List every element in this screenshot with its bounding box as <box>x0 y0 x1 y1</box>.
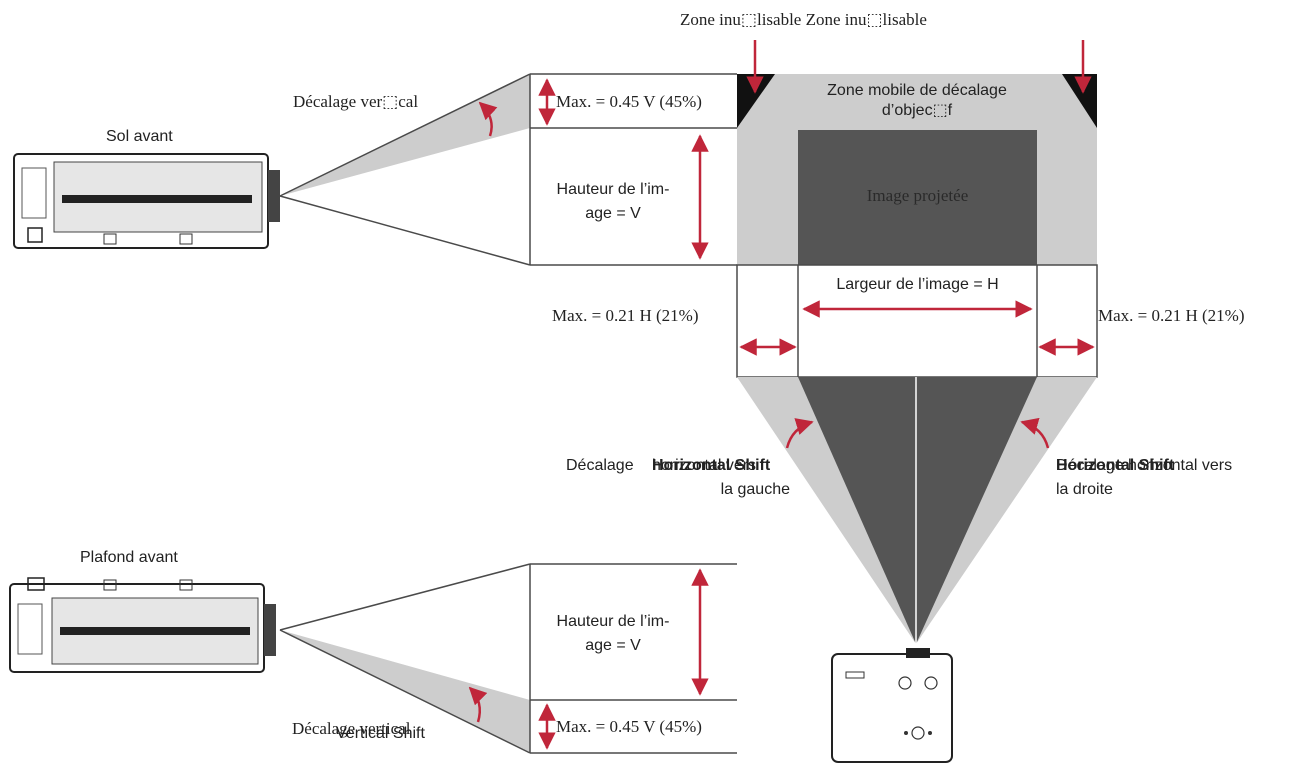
horizontal-shift-left-label-a: Décalage <box>566 457 634 474</box>
image-width-label: Largeur de l’image = H <box>836 276 999 293</box>
horizontal-shift-right-label-b: Horizontal Shift <box>1056 457 1175 474</box>
floor-front-label: Sol avant <box>106 128 173 145</box>
projector-front-floor-icon <box>13 153 280 249</box>
horizontal-shift-cone-dark <box>798 377 1037 644</box>
max-045-label-top: Max. = 0.45 V (45%) <box>556 92 702 111</box>
left-shift-curve-arrow <box>785 418 814 449</box>
bottom-vertical-curve-arrow <box>468 686 488 723</box>
vertical-shift-label-bottom: Décalage vertical <box>292 719 411 738</box>
bottom-cone-edge-lower <box>279 629 531 754</box>
top-cone-edge-lower <box>279 195 531 266</box>
vertical-shift-label-top: Décalage ver⬚cal <box>293 92 419 111</box>
horizontal-shift-right-label-a: Décalage horizontal vers <box>1056 457 1233 474</box>
top-vertical-curve-arrow <box>478 101 498 137</box>
projected-image <box>798 130 1037 265</box>
horizontal-shift-left-label-b: Horizontal Shift <box>652 457 771 474</box>
max-021-right-label: Max. = 0.21 H (21%) <box>1098 306 1245 325</box>
horizontal-shift-left-label-c: horizontal vers <box>652 457 757 474</box>
right-shift-curve-arrow <box>1020 417 1050 449</box>
max-045-label-bottom: Max. = 0.45 V (45%) <box>556 717 702 736</box>
horizontal-shift-left-label-2: la gauche <box>720 481 790 498</box>
projector-top-view-icon <box>831 648 953 763</box>
lens-shift-zone-label-line2: d’objec⬚f <box>881 102 953 119</box>
image-height-label-top-line1: Hauteur de l’im- <box>556 181 670 198</box>
lens-shift-zone-label-line1: Zone mobile de décalage <box>827 82 1007 99</box>
image-height-label-bottom-line1: Hauteur de l’im- <box>556 613 670 630</box>
horizontal-shift-right-label-2: la droite <box>1056 481 1113 498</box>
max-021-left-label: Max. = 0.21 H (21%) <box>552 306 699 325</box>
ceiling-front-label: Plafond avant <box>80 549 178 566</box>
bottom-cone-edge-upper <box>279 563 531 631</box>
vertical-shift-label-bottom-en: Vertical Shift <box>336 725 425 742</box>
image-height-label-bottom-line2: age = V <box>585 637 641 654</box>
projected-image-label: Image projetée <box>866 186 969 205</box>
projector-front-ceiling-icon <box>9 577 276 673</box>
top-cone-edge-upper <box>279 73 531 197</box>
image-height-label-top-line2: age = V <box>585 205 641 222</box>
unusable-zone-label: Zone inu⬚lisable Zone inu⬚lisable <box>680 10 927 29</box>
